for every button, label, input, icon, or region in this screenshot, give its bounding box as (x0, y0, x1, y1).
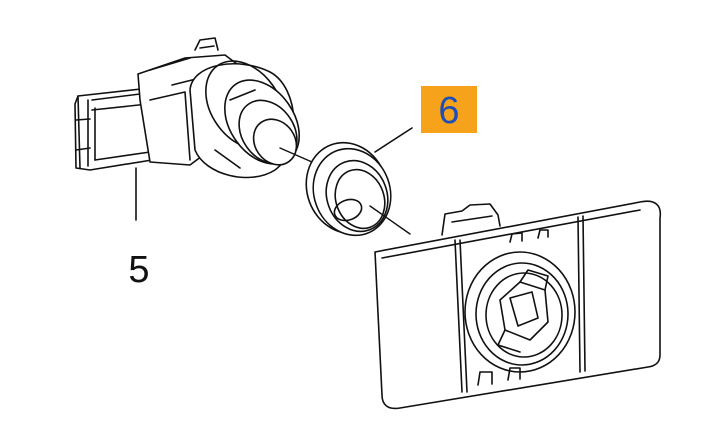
callout-6-leader (374, 127, 413, 153)
parking-sensor-icon (74, 37, 300, 179)
sensor-bracket-icon (374, 200, 662, 410)
callout-6-number: 6 (438, 90, 459, 132)
callout-5-number: 5 (128, 249, 149, 291)
callout-6-badge: 6 (421, 86, 477, 133)
seal-ring-icon (305, 141, 392, 237)
